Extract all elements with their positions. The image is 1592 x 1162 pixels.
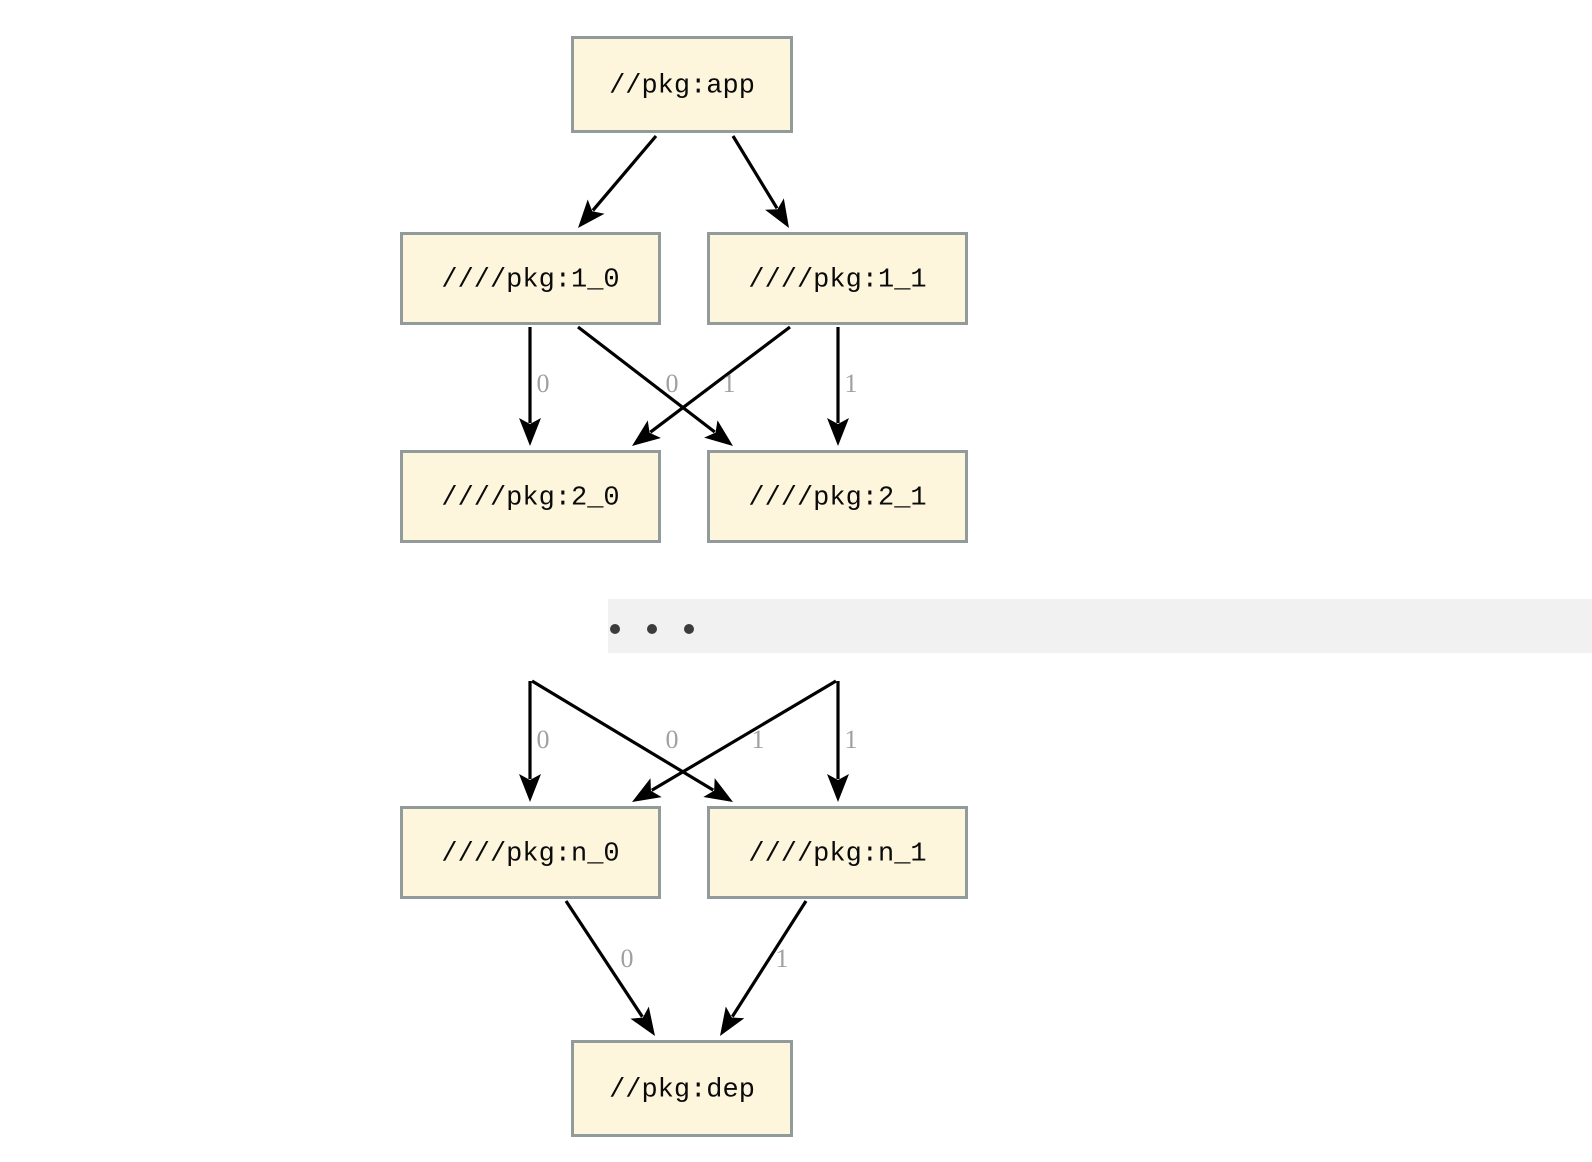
- ellipsis-dot: [647, 624, 657, 634]
- edge-line: [731, 135, 779, 210]
- edge-arrowhead: [519, 418, 541, 446]
- graph-edge: 1: [632, 325, 791, 446]
- node-label: ////pkg:n_0: [441, 840, 619, 870]
- node-box[interactable]: [707, 232, 968, 325]
- edge-label: 1: [845, 725, 858, 754]
- graph-edge: 1: [827, 681, 858, 802]
- graph-node-l1_0[interactable]: ////pkg:1_0: [400, 232, 661, 325]
- edge-arrowhead: [704, 420, 733, 446]
- graph-edge: [578, 134, 658, 228]
- nodes-layer: //pkg:app ////pkg:1_0 ////pkg:1_1 ////pkg:2…: [400, 36, 968, 1137]
- edge-label: 0: [666, 725, 679, 754]
- edge-line: [731, 900, 808, 1018]
- graph-edge: [731, 135, 789, 228]
- ellipsis-dot: [684, 624, 694, 634]
- ellipsis-band: [608, 599, 1592, 653]
- edge-arrowhead: [703, 778, 733, 802]
- graph-node-l1_1[interactable]: ////pkg:1_1: [707, 232, 968, 325]
- edge-arrowhead: [827, 418, 849, 446]
- edge-label: 0: [537, 725, 550, 754]
- graph-edge: 1: [827, 327, 858, 446]
- node-label: //pkg:dep: [609, 1076, 755, 1106]
- ellipsis-separator: [608, 599, 1592, 653]
- edge-arrowhead: [578, 199, 605, 228]
- ellipsis-dot: [610, 624, 620, 634]
- node-box[interactable]: [571, 36, 793, 133]
- edge-arrowhead: [630, 1006, 655, 1036]
- edge-label: 0: [666, 369, 679, 398]
- edge-label: 0: [621, 944, 634, 973]
- graph-node-ln_0[interactable]: ////pkg:n_0: [400, 806, 661, 899]
- edge-arrowhead: [632, 420, 661, 446]
- node-box[interactable]: [400, 450, 661, 543]
- edge-arrowhead: [765, 198, 789, 228]
- graph-edge: 1: [720, 900, 808, 1036]
- edge-arrowhead: [632, 778, 662, 802]
- edge-arrowhead: [827, 774, 849, 802]
- edge-line: [591, 134, 658, 212]
- edge-arrowhead: [519, 774, 541, 802]
- node-box[interactable]: [707, 450, 968, 543]
- edge-arrowhead: [720, 1006, 745, 1036]
- node-label: ////pkg:2_1: [748, 484, 926, 514]
- edge-label: 1: [845, 369, 858, 398]
- node-label: ////pkg:2_0: [441, 484, 619, 514]
- edge-label: 0: [537, 369, 550, 398]
- graph-node-l2_0[interactable]: ////pkg:2_0: [400, 450, 661, 543]
- graph-node-ln_1[interactable]: ////pkg:n_1: [707, 806, 968, 899]
- graph-edge: 0: [519, 681, 550, 802]
- edge-line: [564, 900, 644, 1018]
- graph-edge: 0: [519, 327, 550, 446]
- node-label: ////pkg:1_1: [748, 266, 926, 296]
- edge-line: [531, 679, 715, 792]
- node-label: ////pkg:1_0: [441, 266, 619, 296]
- graph-node-app[interactable]: //pkg:app: [571, 36, 793, 133]
- edge-label: 1: [723, 369, 736, 398]
- node-box[interactable]: [707, 806, 968, 899]
- graph-edge: 0: [564, 900, 655, 1036]
- node-box[interactable]: [400, 806, 661, 899]
- edge-label: 1: [752, 725, 765, 754]
- edge-line: [649, 325, 791, 434]
- node-box[interactable]: [400, 232, 661, 325]
- node-box[interactable]: [571, 1040, 793, 1137]
- graph-node-l2_1[interactable]: ////pkg:2_1: [707, 450, 968, 543]
- graph-edge: 1: [632, 679, 837, 802]
- graph-node-dep[interactable]: //pkg:dep: [571, 1040, 793, 1137]
- graph-edge: 0: [577, 325, 733, 446]
- graph-edge: 0: [531, 679, 733, 802]
- node-label: //pkg:app: [609, 72, 755, 102]
- edges-layer: 0 0 1 1 0 0 1 1 0 1: [519, 134, 858, 1036]
- edge-label: 1: [776, 944, 789, 973]
- node-label: ////pkg:n_1: [748, 840, 926, 870]
- edge-line: [650, 679, 837, 792]
- edge-line: [577, 325, 716, 434]
